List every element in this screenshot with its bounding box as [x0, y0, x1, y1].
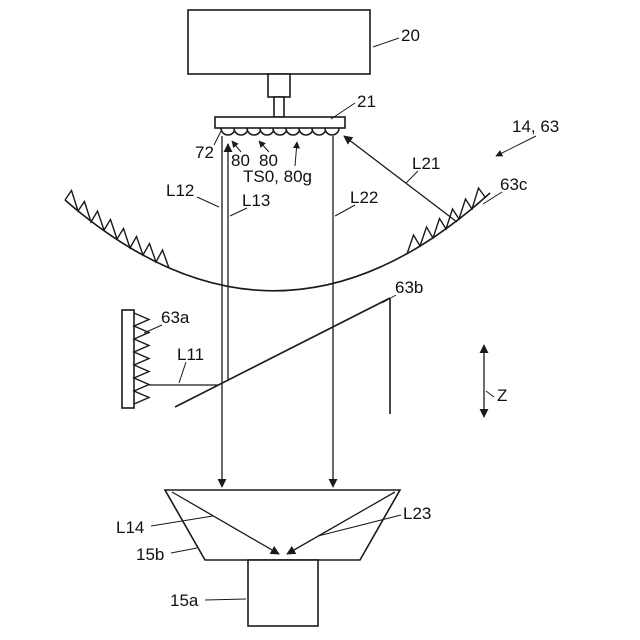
- leader-arrow-80-right: [258, 140, 270, 153]
- leader-72: [213, 130, 222, 146]
- leader-63c: [482, 191, 503, 205]
- leader-arrow-80-left: [231, 140, 242, 153]
- grating-teeth-63a: [132, 312, 151, 405]
- leader-L11: [178, 361, 187, 384]
- leader-L13: [229, 207, 248, 217]
- label-63c: 63c: [500, 175, 528, 194]
- leader-L12: [196, 196, 220, 208]
- leader-z: [485, 390, 495, 398]
- leader-21: [330, 102, 356, 120]
- leader-20: [372, 37, 400, 48]
- label-z-axis: Z: [497, 386, 507, 405]
- mount-stem-upper: [267, 73, 291, 98]
- label-L22: L22: [350, 188, 378, 207]
- beam-splitter-63b: [174, 297, 391, 408]
- label-15b: 15b: [136, 545, 164, 564]
- light-guide-trapezoid-15b: [163, 489, 402, 561]
- label-L21: L21: [412, 154, 440, 173]
- label-L23: L23: [403, 504, 431, 523]
- sensor-block-15a: [247, 559, 319, 627]
- ray-L21: [343, 135, 458, 223]
- label-21: 21: [357, 92, 376, 111]
- leader-L14: [150, 515, 214, 527]
- concave-scale-arc: [64, 192, 491, 292]
- leader-arrow-14-63: [495, 135, 537, 157]
- leader-L21: [405, 170, 419, 184]
- leader-L23: [317, 514, 402, 537]
- label-14-63: 14, 63: [512, 117, 559, 136]
- leader-15a: [204, 598, 247, 601]
- sensor-head-bar-21: [214, 116, 346, 129]
- label-72: 72: [195, 143, 214, 162]
- leader-63a: [143, 324, 163, 334]
- label-ts0-80g: TS0, 80g: [243, 167, 312, 186]
- label-80-right: 80: [259, 151, 278, 170]
- leader-L22: [334, 204, 356, 217]
- label-15a: 15a: [170, 591, 199, 610]
- label-L13: L13: [242, 191, 270, 210]
- scale-grating-teeth-right-63c: [406, 186, 486, 255]
- grating-plate-63a: [121, 309, 135, 409]
- ray-L14: [171, 491, 280, 555]
- label-20: 20: [401, 26, 420, 45]
- housing-box-20: [187, 9, 371, 75]
- label-63a: 63a: [161, 308, 190, 327]
- label-80-left: 80: [231, 151, 250, 170]
- label-63b: 63b: [395, 278, 423, 297]
- mount-stem-lower: [273, 96, 285, 118]
- scale-grating-teeth-left: [64, 188, 170, 269]
- ray-L23: [286, 491, 396, 555]
- label-L11: L11: [177, 345, 204, 364]
- label-L14: L14: [116, 518, 144, 537]
- label-L12: L12: [166, 181, 194, 200]
- leader-arrow-ts0-80g: [292, 141, 300, 167]
- leader-15b: [170, 547, 198, 554]
- leader-63b: [381, 294, 397, 304]
